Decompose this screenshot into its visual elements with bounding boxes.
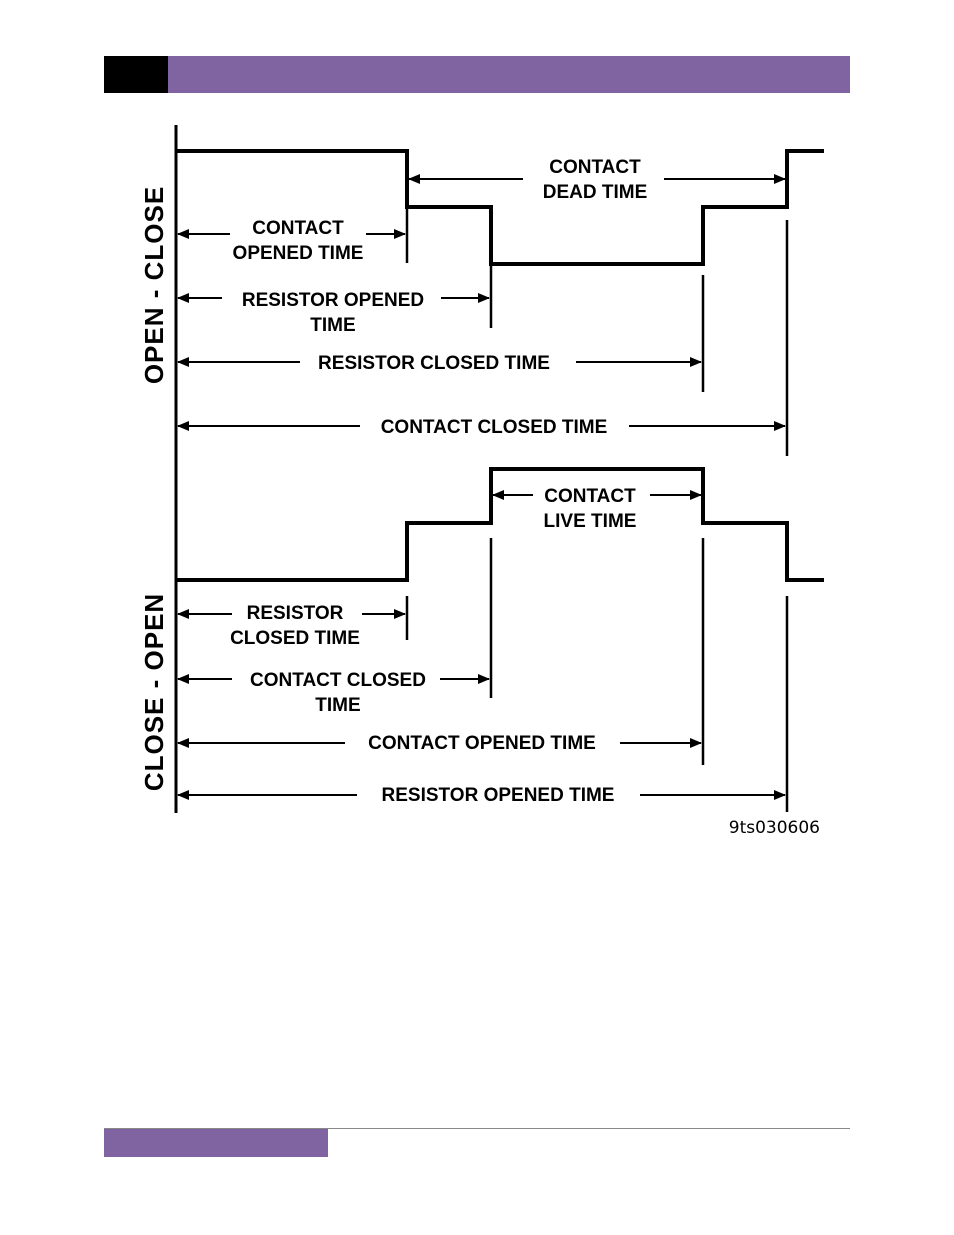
contact-live-time-label: CONTACT (544, 486, 636, 507)
contact-opened-time-label: CONTACT OPENED TIME (368, 733, 596, 754)
open-close-side-label: OPEN - CLOSE (139, 186, 169, 384)
contact-closed-time-label: CONTACT CLOSED TIME (381, 417, 608, 438)
resistor-opened-time-label: RESISTOR OPENED (242, 290, 424, 311)
contact-closed-time-label: TIME (315, 695, 360, 716)
resistor-closed-time-label: RESISTOR CLOSED TIME (318, 353, 550, 374)
close-open-side-label: CLOSE - OPEN (139, 593, 169, 791)
resistor-closed-time-label: RESISTOR (247, 603, 344, 624)
footer-purple-bar (104, 1129, 328, 1157)
resistor-opened-time-label: RESISTOR OPENED TIME (382, 785, 615, 806)
resistor-closed-time-label: CLOSED TIME (230, 628, 360, 649)
resistor-opened-time-label: TIME (310, 315, 355, 336)
close-open-waveform (176, 469, 824, 580)
contact-closed-time-label: CONTACT CLOSED (250, 670, 426, 691)
contact-dead-time-label: CONTACT (549, 157, 641, 178)
contact-opened-time-label: OPENED TIME (233, 243, 364, 264)
figure-code: 9ts030606 (729, 818, 820, 838)
contact-live-time-label: LIVE TIME (544, 511, 637, 532)
contact-opened-time-label: CONTACT (252, 218, 344, 239)
contact-dead-time-label: DEAD TIME (543, 182, 648, 203)
